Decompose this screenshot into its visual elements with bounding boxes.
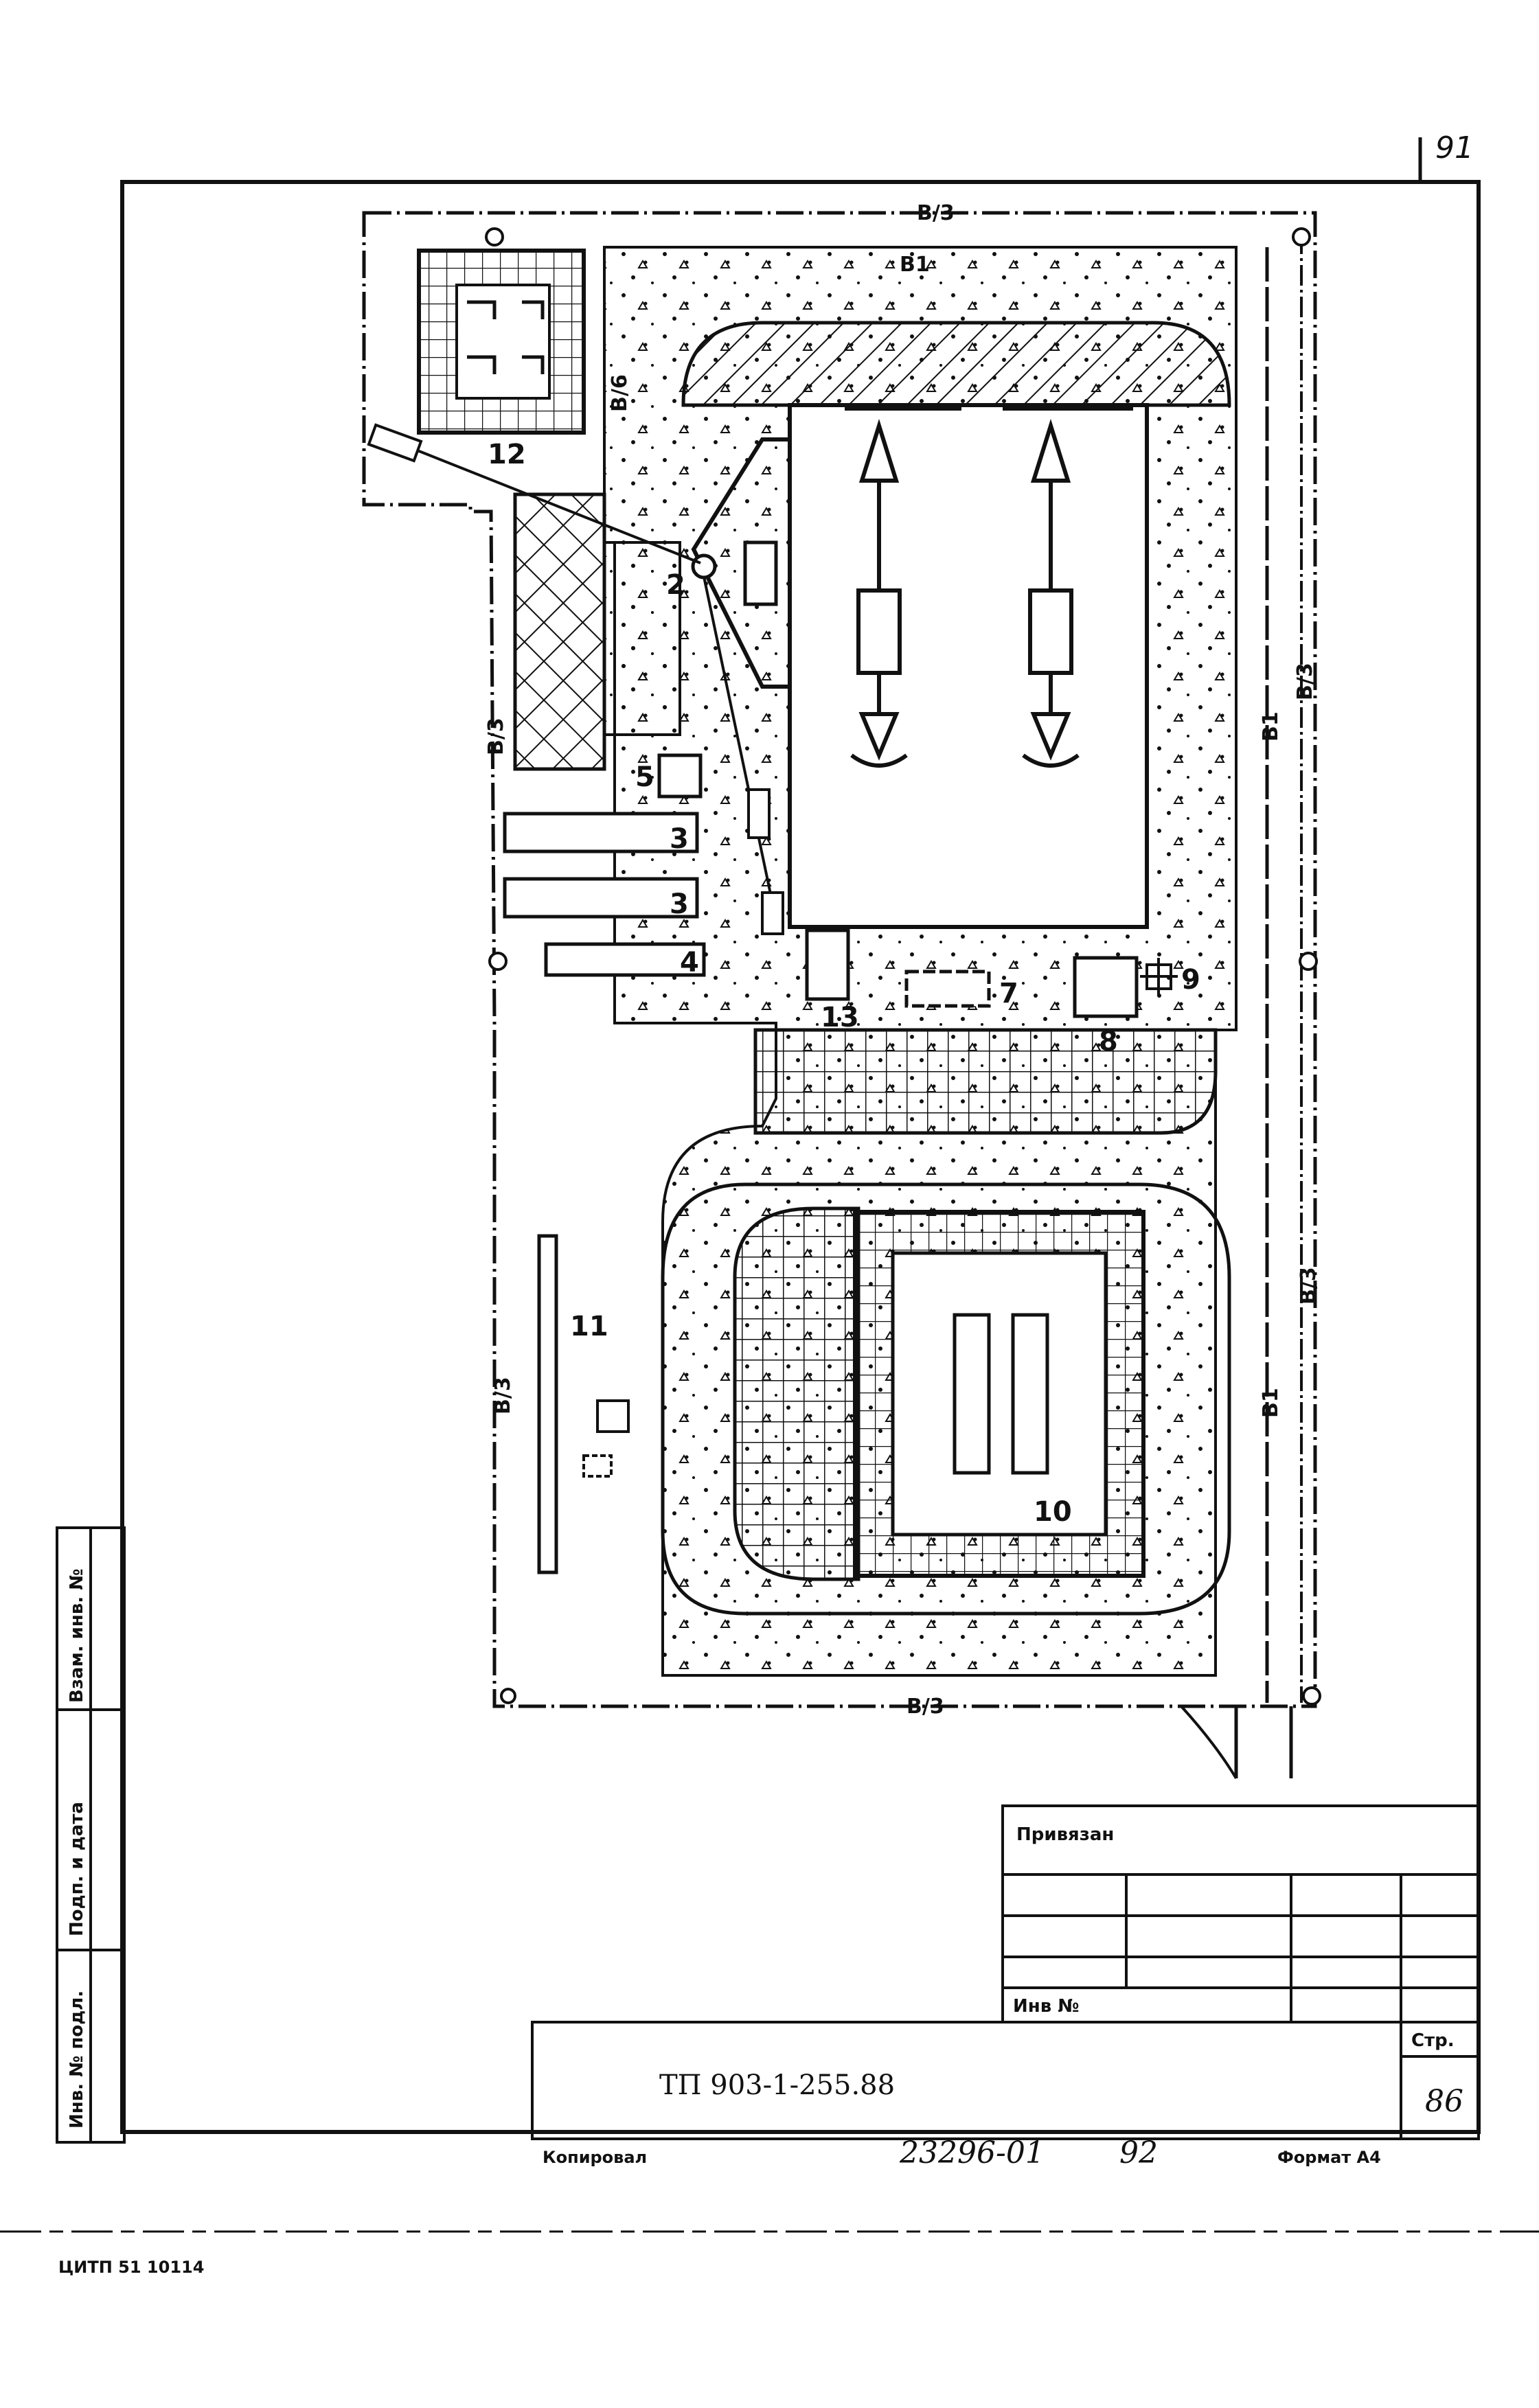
label-7: 7 bbox=[999, 978, 1018, 1009]
tank-left bbox=[953, 1313, 991, 1475]
bay-2-arrow bbox=[1022, 418, 1080, 768]
block-13 bbox=[805, 928, 850, 1001]
gate-bars bbox=[824, 406, 1140, 929]
title-block-str-label: Стр. bbox=[1411, 2030, 1455, 2051]
cable-line-2 bbox=[703, 576, 777, 921]
label-9: 9 bbox=[1181, 964, 1200, 996]
crossing-device bbox=[747, 788, 771, 839]
light-posts bbox=[485, 227, 1321, 1706]
line-service-curve bbox=[1180, 1705, 1238, 1780]
side-stamp-vzam-inv: Взам. инв. № bbox=[67, 1569, 87, 1704]
grid-paving-upper bbox=[753, 1028, 1218, 1135]
pipe-b3-left-up: B/3 bbox=[484, 718, 508, 755]
footer-order-number: 23296-01 bbox=[899, 2135, 1045, 2170]
device-11a bbox=[596, 1399, 630, 1433]
grid-paving-lower bbox=[733, 1206, 860, 1581]
footer-kopiroval: Копировал bbox=[543, 2148, 647, 2167]
side-stamp-podp-data: Подп. и дата bbox=[67, 1802, 87, 1936]
pipe-b3-left-low: B/3 bbox=[491, 1377, 515, 1414]
label-10: 10 bbox=[1034, 1496, 1072, 1528]
structure-12-rooms bbox=[467, 300, 545, 374]
footer-print-code: ЦИТП 51 10114 bbox=[58, 2258, 204, 2277]
lower-yard bbox=[661, 1182, 1231, 1616]
footer-sheet-number: 92 bbox=[1119, 2135, 1158, 2170]
label-4: 4 bbox=[680, 947, 699, 978]
footer-format: Формат А4 bbox=[1277, 2148, 1381, 2167]
pipe-b1-right-low: B1 bbox=[1259, 1388, 1283, 1418]
label-11: 11 bbox=[570, 1311, 608, 1342]
structure-11 bbox=[537, 1234, 558, 1574]
label-13: 13 bbox=[821, 1002, 859, 1033]
block-3a bbox=[503, 812, 699, 853]
annex-structure bbox=[691, 437, 790, 689]
label-12: 12 bbox=[488, 439, 526, 470]
pipe-b3-right-low: B/3 bbox=[1297, 1267, 1321, 1305]
block-7 bbox=[904, 970, 991, 1008]
left-cover-strip bbox=[603, 541, 681, 736]
block-8 bbox=[1073, 956, 1139, 1018]
structure-10-inner bbox=[891, 1251, 1108, 1537]
pipe-b1-right-up: B1 bbox=[1259, 711, 1283, 742]
title-block-privyazan: Привязан bbox=[1016, 1824, 1114, 1845]
crosshatched-platform bbox=[513, 492, 606, 771]
annex-equipment bbox=[743, 540, 778, 606]
title-block-doc-code: ТП 903-1-255.88 bbox=[659, 2069, 895, 2101]
symbol-9 bbox=[1140, 958, 1178, 996]
pipe-b6-left: B/6 bbox=[608, 374, 632, 412]
tank-right bbox=[1011, 1313, 1049, 1475]
device-11b bbox=[582, 1454, 613, 1478]
drawing-frame bbox=[120, 180, 1481, 2134]
block-5 bbox=[657, 753, 703, 799]
label-3b: 3 bbox=[670, 888, 689, 920]
pipe-fitting bbox=[761, 891, 784, 935]
label-3a: 3 bbox=[670, 823, 689, 855]
label-8: 8 bbox=[1099, 1026, 1118, 1057]
label-5: 5 bbox=[635, 761, 654, 793]
pipe-b3-top: B/3 bbox=[917, 201, 955, 225]
pipe-b1-top: B1 bbox=[900, 253, 930, 277]
sheet-number: 91 bbox=[1435, 130, 1474, 165]
block-3b bbox=[503, 877, 699, 919]
lamp-post-2 bbox=[691, 553, 717, 580]
pipe-b3-bottom: B/3 bbox=[907, 1695, 944, 1719]
building-hatched-strip bbox=[681, 321, 1231, 407]
label-2: 2 bbox=[666, 569, 685, 601]
block-4 bbox=[544, 942, 706, 977]
title-block-inv-no: Инв № bbox=[1013, 1996, 1080, 2017]
title-block-grid bbox=[531, 1804, 1480, 2140]
side-stamp-inv-podl: Инв. № подл. bbox=[67, 1991, 87, 2129]
main-building bbox=[788, 403, 1149, 929]
title-block-page-number: 86 bbox=[1425, 2084, 1463, 2119]
bay-1-arrow bbox=[850, 418, 908, 768]
light-fixture bbox=[367, 423, 423, 463]
pipe-b3-right-up: B/3 bbox=[1293, 663, 1317, 700]
side-stamp bbox=[56, 1526, 126, 2144]
